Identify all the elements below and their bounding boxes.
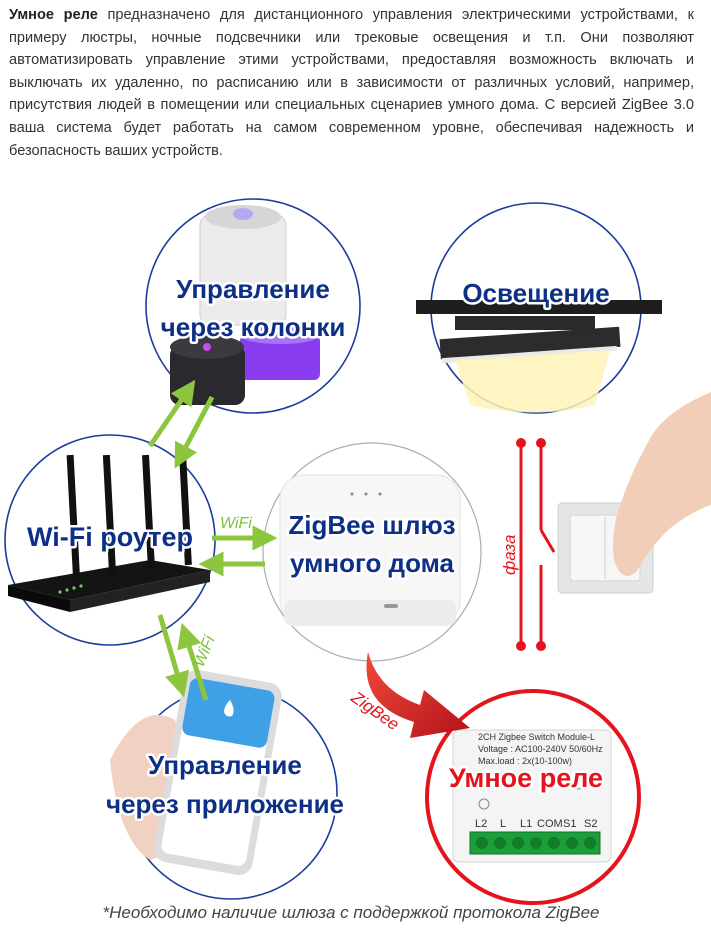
zigbee-arrow [366,652,470,738]
phase-wire [516,438,556,651]
label-router: Wi-Fi роутер [27,522,193,552]
label-gateway-line2: умного дома [290,548,454,578]
smart-speakers-icon [170,205,320,405]
wifi-arrow-router-gateway [198,525,278,577]
hand-icon [613,392,711,576]
router-icon [8,454,210,612]
label-speakers-line1: Управление [176,274,330,304]
intro-paragraph: Умное реле предназначено для дистанционн… [9,4,694,162]
label-app-line2: через приложение [106,789,344,819]
label-app-line1: Управление [148,750,302,780]
wifi-arrow-router-phone [157,614,209,701]
terminal-l1: L1 [520,818,532,830]
terminal-s2: S2 [584,818,597,830]
label-lighting: Освещение [462,278,609,308]
terminal-com: COM [537,818,563,830]
label-gateway-line1: ZigBee шлюз [288,510,455,540]
module-line-3: Max.load : 2x(10-100w) [478,756,572,766]
relay-module-icon: 2CH Zigbee Switch Module-L Voltage : AC1… [452,729,612,863]
wifi-label-phone: WiFi [191,633,219,669]
terminal-l2: L2 [475,818,487,830]
label-speakers-line2: через колонки [161,312,346,342]
track-light-icon [416,300,662,413]
zigbee-gateway-icon [279,474,461,626]
terminal-l: L [500,818,506,830]
intro-text: предназначено для дистанционного управле… [9,7,694,159]
intro-bold: Умное реле [9,7,98,23]
label-relay: Умное реле [449,763,603,793]
wifi-label-gateway: WiFi [220,515,252,532]
module-line-1: 2CH Zigbee Switch Module-L [478,732,595,742]
wifi-arrow-speakers-router [147,379,215,469]
footnote: *Необходимо наличие шлюза с поддержкой п… [102,903,599,922]
phase-label: фаза [500,535,519,575]
module-line-2: Voltage : AC100-240V 50/60Hz [478,744,603,754]
terminal-s1: S1 [563,818,576,830]
